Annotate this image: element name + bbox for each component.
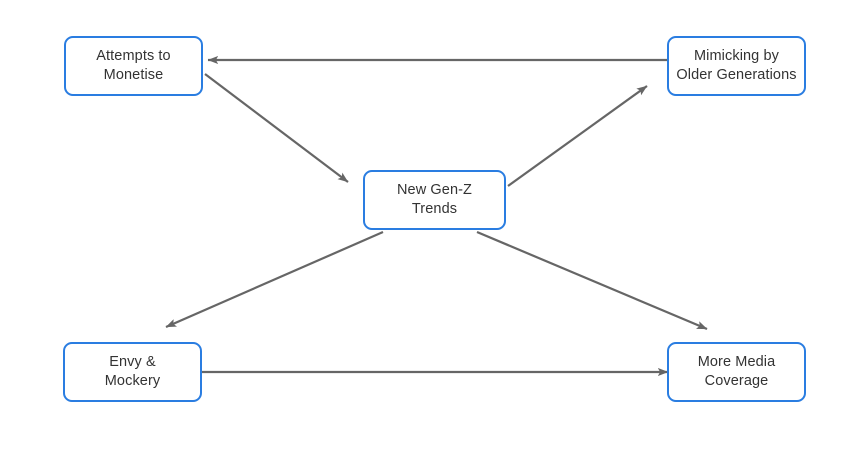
node-label: New Gen-Z Trends: [396, 182, 473, 217]
edge-trends-to-media[interactable]: [476, 230, 708, 331]
edge-attempts-to-trends[interactable]: [204, 73, 349, 183]
node-new-gen-z-trends[interactable]: New Gen-Z Trends: [363, 170, 506, 230]
node-label: Mimicking by Older Generations: [676, 48, 797, 83]
node-attempts-to-monetise[interactable]: Attempts to Monetise: [64, 36, 203, 96]
node-envy-and-mockery[interactable]: Envy & Mockery: [63, 342, 202, 402]
edge-trends-to-envy[interactable]: [165, 230, 384, 329]
node-more-media-coverage[interactable]: More Media Coverage: [667, 342, 806, 402]
node-mimicking-by-older-generations[interactable]: Mimicking by Older Generations: [667, 36, 806, 96]
node-label: More Media Coverage: [697, 354, 776, 389]
node-label: Envy & Mockery: [104, 354, 161, 389]
edge-trends-to-mimicking[interactable]: [507, 85, 648, 187]
node-label: Attempts to Monetise: [96, 48, 171, 83]
